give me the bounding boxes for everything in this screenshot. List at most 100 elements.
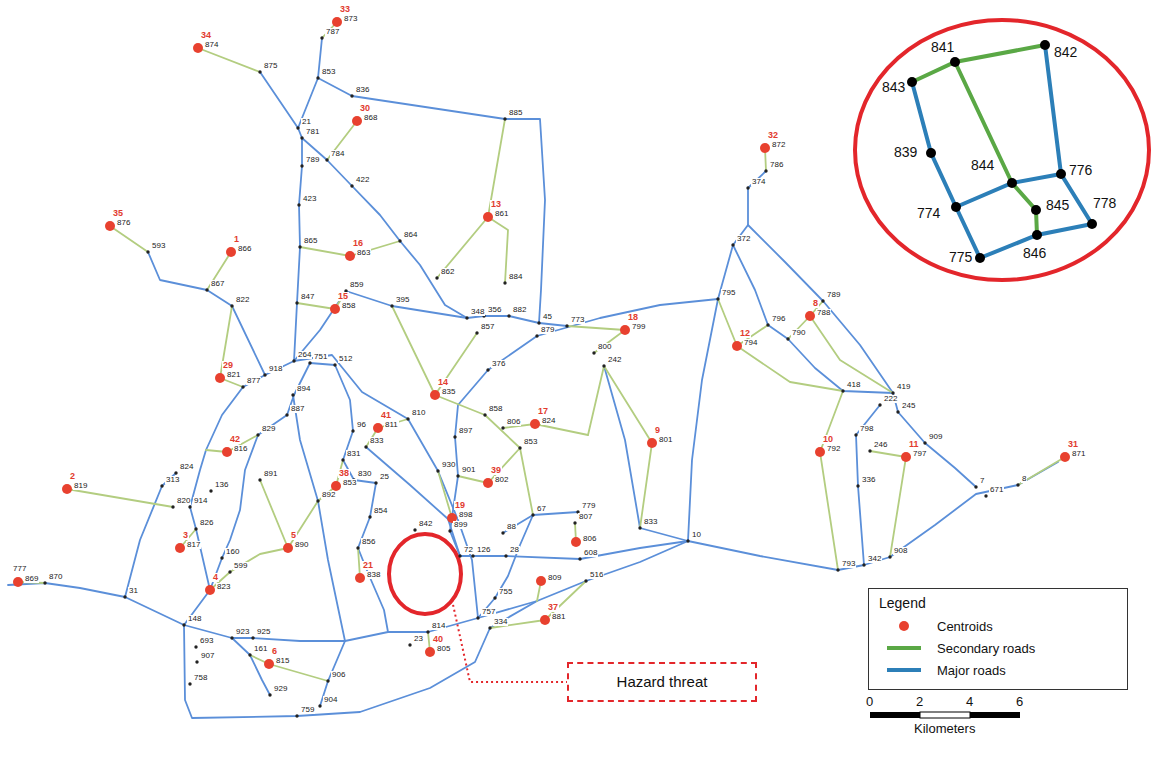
node-id: 795 <box>721 289 736 297</box>
centroid-number: 37 <box>547 603 559 612</box>
legend-line-swatch <box>887 646 921 650</box>
junction-dot <box>488 626 491 629</box>
scale-label: 6 <box>1015 695 1024 708</box>
node-id: 807 <box>578 513 593 521</box>
junction-dot <box>565 324 568 327</box>
node-id: 858 <box>488 405 503 413</box>
junction-dot <box>248 653 251 656</box>
junction-dot <box>398 239 401 242</box>
centroid-number: 19 <box>454 501 466 510</box>
junction-dot <box>868 449 871 452</box>
inset-node-id: 774 <box>916 206 941 220</box>
major-road <box>733 245 893 393</box>
major-road <box>184 601 537 718</box>
node-id: 836 <box>355 86 370 94</box>
junction-dot <box>453 435 456 438</box>
node-id: 10 <box>691 531 702 539</box>
node-id: 871 <box>1071 450 1086 458</box>
node-id: 801 <box>658 436 673 444</box>
node-id: 334 <box>493 618 508 626</box>
node-id: 814 <box>431 622 446 630</box>
inset-junction <box>951 202 961 212</box>
major-road <box>688 171 766 541</box>
junction-dot <box>325 158 328 161</box>
centroid-dot <box>62 484 72 494</box>
node-id: 423 <box>302 195 317 203</box>
node-id: 516 <box>589 571 604 579</box>
secondary-road <box>737 346 843 391</box>
node-id: 793 <box>841 560 856 568</box>
junction-dot <box>320 36 323 39</box>
centroid-dot <box>425 647 435 657</box>
junction-dot <box>896 410 899 413</box>
major-road <box>260 72 298 128</box>
node-id: 794 <box>743 339 758 347</box>
major-road <box>184 363 310 625</box>
node-id: 833 <box>643 518 658 526</box>
centroid-number: 35 <box>112 209 124 218</box>
junction-dot <box>174 471 177 474</box>
node-id: 126 <box>476 546 491 554</box>
junction-dot <box>43 581 46 584</box>
centroid-number: 9 <box>654 426 661 435</box>
legend-box: LegendCentroidsSecondary roadsMajor road… <box>868 588 1128 690</box>
node-id: 897 <box>458 427 473 435</box>
secondary-road <box>327 121 357 160</box>
centroid-number: 5 <box>290 531 297 540</box>
junction-dot <box>731 243 734 246</box>
junction-dot <box>578 557 581 560</box>
inset-node-id: 842 <box>1053 45 1078 59</box>
junction-dot <box>458 554 461 557</box>
centroid-dot <box>483 478 493 488</box>
secondary-road <box>870 451 906 457</box>
junction-dot <box>518 446 521 449</box>
junction-dot <box>426 630 429 633</box>
inset-junction <box>1040 40 1050 50</box>
centroid-dot <box>13 577 23 587</box>
node-id: 25 <box>379 473 390 481</box>
secondary-road <box>588 366 604 435</box>
centroid-dot <box>815 447 825 457</box>
node-id: 901 <box>461 466 476 474</box>
junction-dot <box>483 413 486 416</box>
node-id: 777 <box>12 565 27 573</box>
junction-dot <box>318 704 321 707</box>
node-id: 854 <box>373 507 388 515</box>
node-id: 593 <box>151 242 166 250</box>
inset-junction <box>1056 169 1066 179</box>
secondary-road <box>227 435 258 452</box>
centroid-number: 42 <box>229 435 241 444</box>
node-id: 817 <box>186 541 201 549</box>
node-id: 802 <box>494 476 509 484</box>
node-id: 419 <box>896 383 911 391</box>
junction-dot <box>856 484 859 487</box>
node-id: 787 <box>325 28 340 36</box>
junction-dot <box>295 714 298 717</box>
centroid-number: 18 <box>627 313 639 322</box>
node-id: 693 <box>199 637 214 645</box>
node-id: 891 <box>263 470 278 478</box>
node-id: 867 <box>210 280 225 288</box>
junction-dot <box>764 169 767 172</box>
inset-junction <box>1007 178 1017 188</box>
node-id: 879 <box>540 326 555 334</box>
node-id: 784 <box>330 150 345 158</box>
inset-node-id: 776 <box>1068 163 1093 177</box>
secondary-road <box>210 548 288 590</box>
secondary-road <box>207 252 231 290</box>
inset-secondary-road <box>955 62 1037 235</box>
centroid-number: 3 <box>182 531 189 540</box>
node-id: 773 <box>570 316 585 324</box>
junction-dot <box>507 314 510 317</box>
node-id: 792 <box>826 445 841 453</box>
inset-circle <box>855 20 1149 280</box>
scale-segment <box>870 712 920 718</box>
node-id: 599 <box>233 562 248 570</box>
junction-dot <box>531 513 534 516</box>
centroid-dot <box>805 311 815 321</box>
node-id: 881 <box>551 613 566 621</box>
junction-dot <box>205 288 208 291</box>
node-id: 512 <box>338 355 353 363</box>
node-id: 348 <box>470 308 485 316</box>
node-id: 826 <box>199 519 214 527</box>
